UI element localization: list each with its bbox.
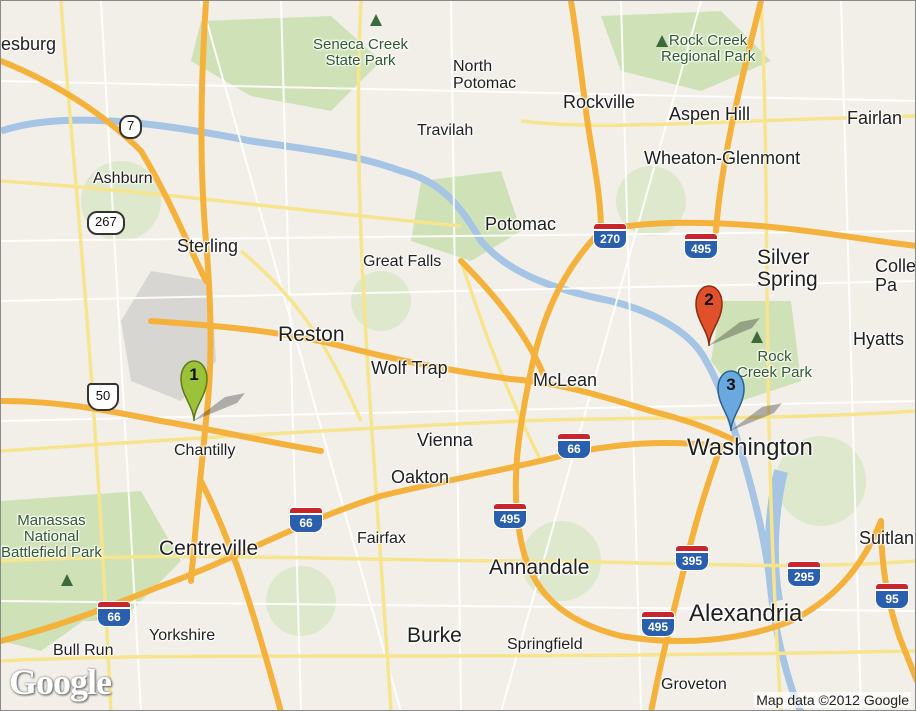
interstate-shield-395: 395 bbox=[675, 545, 709, 571]
place-label-centreville: Centreville bbox=[159, 537, 259, 560]
interstate-shield-295: 295 bbox=[787, 561, 821, 587]
map-marker-1[interactable]: 1 bbox=[179, 359, 245, 423]
interstate-shield-495: 495 bbox=[641, 611, 675, 637]
place-label-yorkshire: Yorkshire bbox=[149, 627, 216, 644]
place-label-esburg: esburg bbox=[1, 34, 57, 54]
place-label-wheaton: Wheaton-Glenmont bbox=[644, 148, 801, 168]
park-icon bbox=[370, 14, 382, 26]
park-icon bbox=[751, 331, 763, 343]
place-label-north-potomac: North Potomac bbox=[453, 58, 517, 92]
place-label-ashburn: Ashburn bbox=[93, 170, 153, 187]
place-label-suitland: Suitlan bbox=[859, 528, 915, 548]
interstate-shield-66: 66 bbox=[289, 507, 323, 533]
place-label-chantilly: Chantilly bbox=[174, 442, 236, 459]
interstate-shield-66: 66 bbox=[557, 433, 591, 459]
park-icon bbox=[61, 574, 73, 586]
place-label-vienna: Vienna bbox=[417, 430, 473, 450]
interstate-shield-270: 270 bbox=[593, 223, 627, 249]
place-label-mclean: McLean bbox=[533, 370, 598, 390]
place-label-bull-run: Bull Run bbox=[53, 642, 114, 659]
place-label-fairland: Fairlan bbox=[847, 108, 903, 128]
place-label-springfield: Springfield bbox=[507, 636, 583, 653]
park-icon bbox=[656, 35, 668, 47]
place-label-alexandria: Alexandria bbox=[689, 600, 803, 627]
map-attribution: Map data ©2012 Google bbox=[754, 692, 911, 708]
route-shield-7: 7 bbox=[119, 115, 143, 139]
google-logo[interactable]: Google bbox=[9, 662, 112, 702]
place-label-potomac: Potomac bbox=[485, 214, 557, 234]
place-label-travilah: Travilah bbox=[417, 122, 474, 139]
interstate-shield-495: 495 bbox=[684, 233, 718, 259]
place-label-reston: Reston bbox=[278, 323, 345, 346]
place-label-washington: Washington bbox=[687, 434, 813, 461]
place-label-rock-creek-rp: Rock Creek Regional Park bbox=[661, 32, 756, 65]
place-label-sterling: Sterling bbox=[177, 236, 239, 256]
marker-number: 1 bbox=[189, 365, 199, 384]
place-label-wolf-trap: Wolf Trap bbox=[371, 358, 448, 378]
place-label-manassas-nbp: Manassas National Battlefield Park bbox=[1, 512, 102, 561]
place-label-annandale: Annandale bbox=[489, 556, 590, 579]
place-label-burke: Burke bbox=[407, 624, 462, 647]
marker-pin-icon bbox=[180, 360, 245, 422]
interstate-shield-495: 495 bbox=[493, 503, 527, 529]
marker-pin-icon bbox=[717, 370, 782, 432]
place-label-hyatts: Hyatts bbox=[853, 329, 905, 349]
place-label-fairfax: Fairfax bbox=[357, 530, 406, 547]
marker-pin-icon bbox=[695, 285, 760, 347]
place-label-great-falls: Great Falls bbox=[363, 253, 442, 270]
marker-number: 3 bbox=[726, 375, 736, 394]
interstate-shield-95: 95 bbox=[875, 583, 909, 609]
place-label-groveton: Groveton bbox=[661, 676, 727, 693]
map-marker-2[interactable]: 2 bbox=[694, 284, 760, 348]
place-label-seneca: Seneca Creek State Park bbox=[313, 36, 409, 69]
place-label-silver-spring: Silver Spring bbox=[757, 246, 818, 292]
place-label-colle: Colle Pa bbox=[875, 256, 916, 295]
place-label-rockville: Rockville bbox=[563, 92, 636, 112]
route-shield-267: 267 bbox=[87, 211, 125, 235]
marker-number: 2 bbox=[704, 290, 714, 309]
map-marker-3[interactable]: 3 bbox=[716, 369, 782, 433]
place-label-rock-creek-park: Rock Creek Park bbox=[737, 348, 813, 381]
us-shield-50: 50 bbox=[87, 383, 119, 411]
interstate-shield-66: 66 bbox=[97, 601, 131, 627]
place-label-oakton: Oakton bbox=[391, 467, 450, 487]
place-label-aspen-hill: Aspen Hill bbox=[669, 104, 751, 124]
